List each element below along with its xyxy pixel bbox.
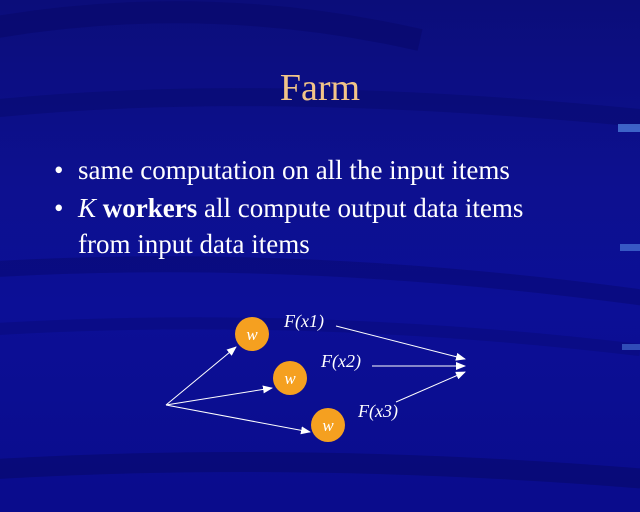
bullet-text-part: all compute output data items xyxy=(197,193,524,223)
bullet-text-part: from input data items xyxy=(78,229,310,259)
bullet-marker: • xyxy=(54,155,64,185)
slide-title: Farm xyxy=(279,67,361,109)
bullet-marker: • xyxy=(54,193,64,223)
worker-node xyxy=(235,317,269,351)
bullet-item: • K workers all compute output data items… xyxy=(54,190,594,262)
worker-label: w xyxy=(246,325,258,344)
worker-label: w xyxy=(322,416,334,435)
output-arrow xyxy=(335,325,466,361)
worker-node xyxy=(273,361,307,395)
bullet-k-variable: K xyxy=(78,193,97,223)
worker-output-label: F(x1) xyxy=(283,311,324,332)
input-arrow xyxy=(165,404,311,435)
input-arrow xyxy=(165,385,273,406)
worker-node xyxy=(311,408,345,442)
bullet-list: • same computation on all the input items… xyxy=(54,152,594,264)
worker-label: w xyxy=(284,369,296,388)
input-arrow xyxy=(165,346,237,406)
bullet-item: • same computation on all the input items xyxy=(54,152,594,188)
output-arrow xyxy=(395,371,466,403)
worker-output-label: F(x2) xyxy=(320,351,361,372)
bullet-text: same computation on all the input items xyxy=(78,155,510,185)
bullet-workers-bold: workers xyxy=(102,193,198,223)
worker-output-label: F(x3) xyxy=(357,401,398,422)
